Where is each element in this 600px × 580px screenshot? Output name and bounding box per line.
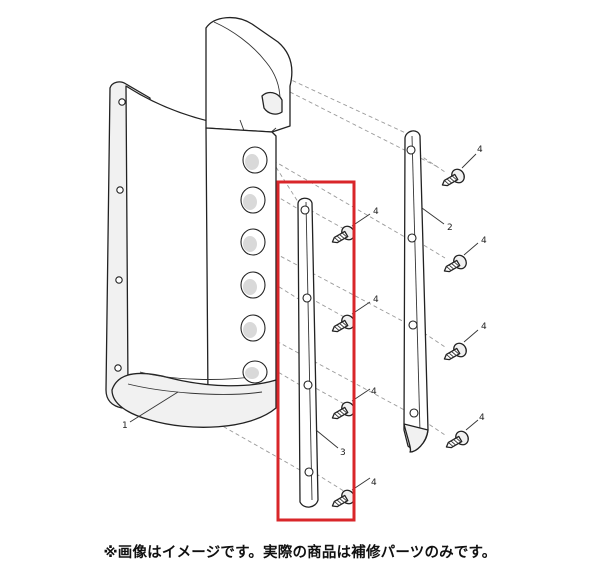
callout-screw-label: 4 [373, 207, 379, 217]
callout-screw-label: 4 [371, 387, 377, 397]
callout-bracket-back-label: 2 [447, 223, 453, 233]
callout-screw-label: 4 [481, 322, 487, 332]
caption-note: ※画像はイメージです。実際の商品は補修パーツのみです。 [103, 545, 497, 561]
screws-front [331, 213, 371, 508]
screws-back [441, 153, 479, 449]
callout-bracket-front-label: 3 [340, 448, 346, 458]
callout-screw-label: 4 [477, 145, 483, 155]
callout-screw-label: 4 [479, 413, 485, 423]
bracket-front [297, 197, 339, 508]
holder-body [105, 17, 293, 428]
bracket-back [403, 130, 445, 453]
callout-screw-label: 4 [481, 236, 487, 246]
callout-screw-label: 4 [373, 295, 379, 305]
callout-holder-label: 1 [122, 421, 128, 431]
highlight-box [276, 180, 356, 522]
callout-screw-label: 4 [371, 478, 377, 488]
